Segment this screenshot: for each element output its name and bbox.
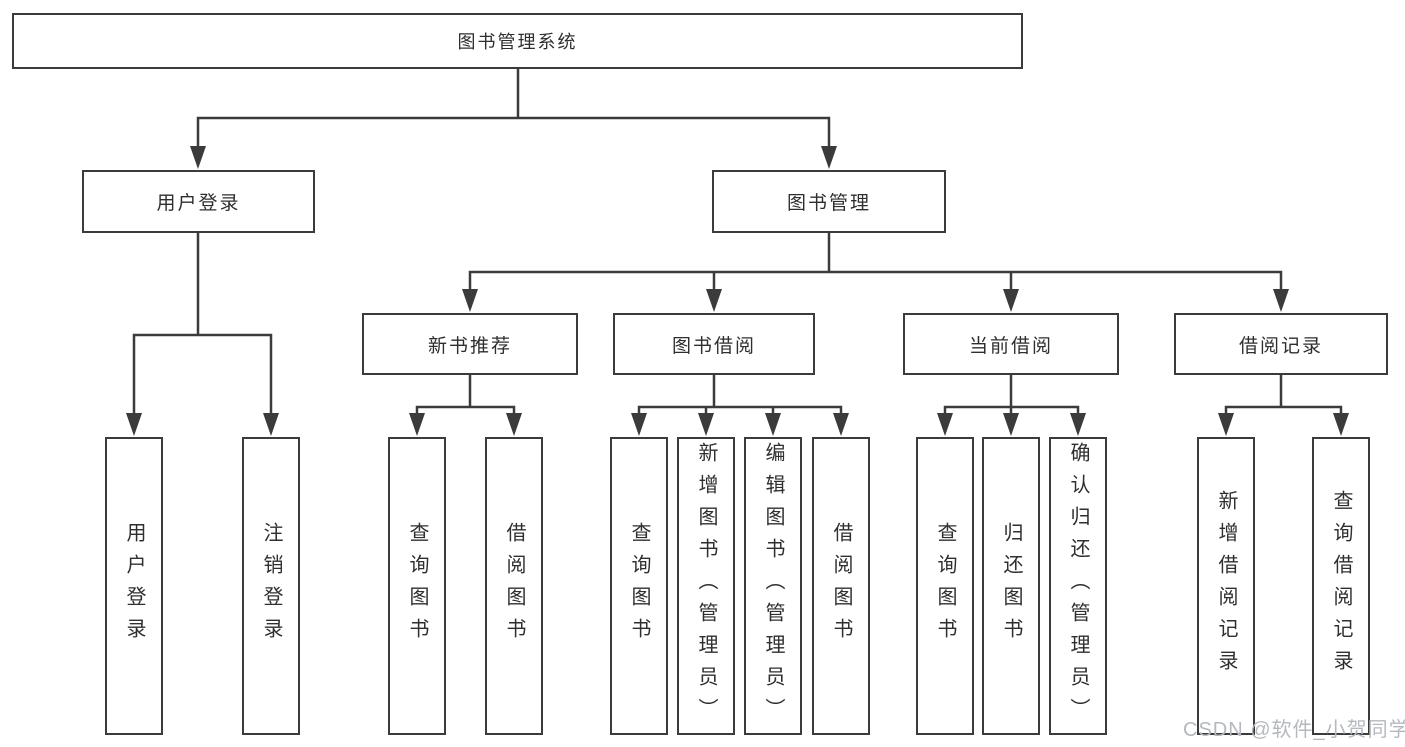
- csdn-watermark: CSDN @软件_小贺同学: [1183, 719, 1405, 741]
- connector-current-borrow-children: [937, 373, 1086, 436]
- connector-borrow-records-children: [1218, 373, 1349, 436]
- node-current-borrow: 当前借阅: [903, 313, 1119, 375]
- connector-root-to-level2: [190, 67, 837, 169]
- leaf-borrow-books-recommend: 借阅图书: [485, 437, 543, 735]
- leaf-confirm-return-admin: 确认归还（管理员）: [1049, 437, 1107, 735]
- leaf-logout: 注销登录: [242, 437, 300, 735]
- leaf-query-books-borrow: 查询图书: [610, 437, 668, 735]
- leaf-borrow-books: 借阅图书: [812, 437, 870, 735]
- connector-book-borrow-children: [631, 373, 849, 436]
- leaf-return-books: 归还图书: [982, 437, 1040, 735]
- node-user-login: 用户登录: [82, 170, 315, 233]
- node-book-borrow: 图书借阅: [613, 313, 815, 375]
- node-book-management: 图书管理: [712, 170, 946, 233]
- node-new-book-recommend: 新书推荐: [362, 313, 578, 375]
- leaf-add-books-admin: 新增图书（管理员）: [677, 437, 735, 735]
- connector-new-book-children: [409, 373, 522, 436]
- node-borrow-records: 借阅记录: [1174, 313, 1388, 375]
- leaf-query-books-recommend: 查询图书: [388, 437, 446, 735]
- leaf-query-books-current: 查询图书: [916, 437, 974, 735]
- connector-user-login-children: [126, 231, 279, 436]
- leaf-add-borrow-record: 新增借阅记录: [1197, 437, 1255, 735]
- node-root-system: 图书管理系统: [12, 13, 1023, 69]
- leaf-user-login: 用户登录: [105, 437, 163, 735]
- leaf-query-borrow-record: 查询借阅记录: [1312, 437, 1370, 735]
- leaf-edit-books-admin: 编辑图书（管理员）: [744, 437, 802, 735]
- connector-book-management-sections: [462, 231, 1289, 312]
